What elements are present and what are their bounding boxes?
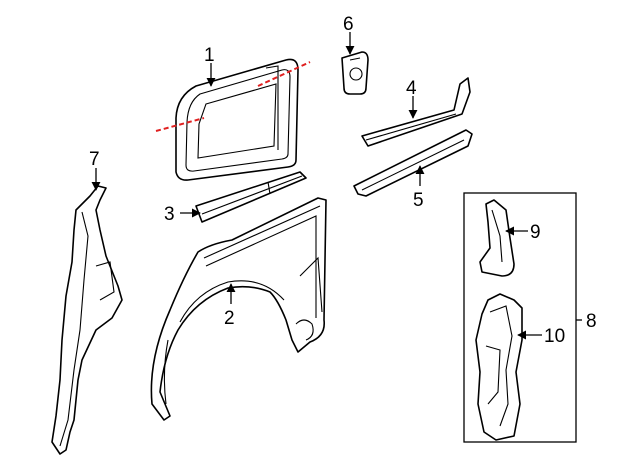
callout-6: 6: [343, 14, 354, 35]
callout-4: 4: [406, 78, 417, 99]
bracket[interactable]: [341, 51, 369, 95]
callout-7: 7: [89, 149, 100, 170]
upper-reinforcement[interactable]: [479, 199, 515, 277]
kit-box: [463, 192, 577, 443]
callout-8: 8: [586, 311, 597, 332]
rocker-rail[interactable]: [353, 129, 473, 197]
pillar[interactable]: [51, 185, 123, 455]
quarter-panel[interactable]: [150, 197, 327, 421]
side-window-panel[interactable]: [175, 58, 299, 181]
cut-line-right: [257, 61, 311, 87]
lower-reinforcement[interactable]: [475, 293, 523, 441]
callout-5: 5: [413, 190, 424, 211]
callout-9: 9: [530, 222, 541, 243]
callout-10: 10: [544, 326, 565, 347]
cut-line-left: [155, 117, 205, 132]
callout-2: 2: [224, 308, 235, 329]
callout-1: 1: [204, 45, 215, 66]
callout-3: 3: [164, 204, 175, 225]
roof-rail[interactable]: [361, 77, 471, 147]
